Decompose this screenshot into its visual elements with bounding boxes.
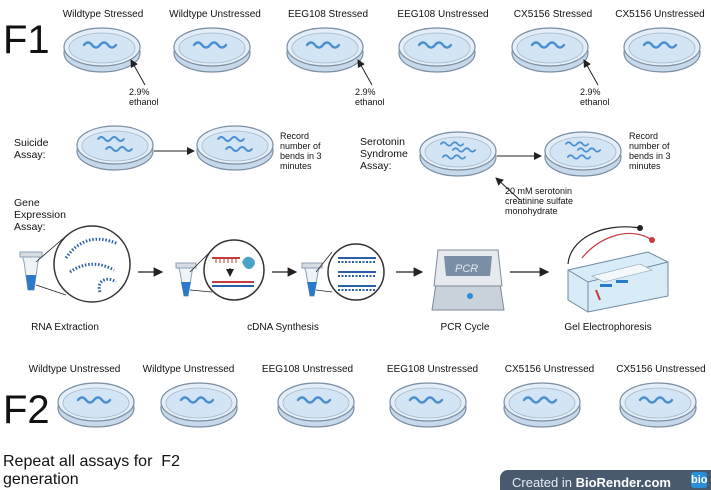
- suicide-dish-2: [196, 125, 274, 171]
- f2-dish-3: [277, 382, 355, 428]
- gel-electrophoresis-icon: [567, 225, 669, 313]
- f1-dish-5: [511, 27, 589, 73]
- ethanol-note-2: 2.9% ethanol: [355, 87, 385, 107]
- serotonin-dish-2: [544, 131, 622, 177]
- f2-dish-label-2: Wildtype Unstressed: [142, 364, 235, 375]
- cdna-tube-icon: [175, 262, 197, 297]
- f1-dish-label-2: Wildtype Unstressed: [169, 9, 261, 20]
- ethanol-arrow-1: [130, 59, 146, 86]
- pcr-machine-icon: PCR: [431, 249, 505, 311]
- suicide-record-note: Record number of bends in 3 minutes: [280, 131, 322, 171]
- suicide-assay-label: Suicide Assay:: [14, 137, 49, 161]
- stage-rna-extraction: RNA Extraction: [31, 322, 99, 333]
- biorender-logo-icon: bio: [691, 472, 708, 488]
- repeat-instruction: Repeat all assays for F2 generation: [3, 453, 180, 488]
- f2-dish-2: [160, 382, 238, 428]
- gene-assay-label: Gene Expression Assay:: [14, 197, 66, 233]
- serotonin-record-note: Record number of bends in 3 minutes: [629, 131, 671, 171]
- suicide-dish-1: [76, 125, 154, 171]
- f1-dish-1: [63, 27, 141, 73]
- f1-label: F1: [3, 18, 50, 62]
- stage-pcr-cycle: PCR Cycle: [440, 322, 490, 333]
- treatment-arrow: [495, 177, 521, 201]
- rna-strand-icon: [64, 237, 119, 293]
- f1-dish-label-3: EEG108 Stressed: [287, 9, 369, 20]
- f2-dish-label-1: Wildtype Unstressed: [28, 364, 121, 375]
- stage-cdna-synthesis: cDNA Synthesis: [247, 322, 319, 333]
- serotonin-dish-1: [419, 131, 497, 177]
- rna-tube-icon: [19, 251, 43, 291]
- f1-dish-3: [286, 27, 364, 73]
- cdna-zoom-circle: [203, 239, 265, 301]
- f2-dish-6: [619, 382, 697, 428]
- stage-gel-electrophoresis: Gel Electrophoresis: [564, 322, 652, 333]
- f1-dish-2: [173, 27, 251, 73]
- f2-dish-label-4: EEG108 Unstressed: [386, 364, 479, 375]
- f2-dish-4: [389, 382, 467, 428]
- ethanol-note-1: 2.9% ethanol: [129, 87, 159, 107]
- credit-brand: BioRender.com: [575, 475, 671, 490]
- ethanol-arrow-3: [583, 59, 599, 86]
- f2-dish-label-6: CX5156 Unstressed: [616, 364, 706, 375]
- f2-dish-1: [57, 382, 135, 428]
- ethanol-arrow-2: [357, 59, 373, 86]
- f2-dish-5: [503, 382, 581, 428]
- dna-copies-icon: [338, 257, 376, 291]
- f2-label: F2: [3, 388, 50, 432]
- f1-dish-6: [623, 27, 701, 73]
- svg-text:PCR: PCR: [455, 263, 478, 275]
- biorender-credit[interactable]: Created in BioRender.com bio: [500, 470, 711, 490]
- ethanol-note-3: 2.9% ethanol: [580, 87, 610, 107]
- credit-prefix: Created in: [512, 475, 576, 490]
- f2-dish-label-3: EEG108 Unstressed: [261, 364, 354, 375]
- f1-dish-label-6: CX5156 Unstressed: [615, 9, 705, 20]
- f2-dish-label-5: CX5156 Unstressed: [504, 364, 595, 375]
- cdna-strand-icon: [212, 256, 255, 287]
- pcr-tube-icon: [301, 262, 323, 297]
- serotonin-assay-label: Serotonin Syndrome Assay:: [360, 136, 408, 172]
- f1-dish-label-5: CX5156 Stressed: [513, 9, 593, 20]
- f1-dish-label-4: EEG108 Unstressed: [397, 9, 489, 20]
- f1-dish-label-1: Wildtype Stressed: [62, 9, 144, 20]
- f1-dish-4: [398, 27, 476, 73]
